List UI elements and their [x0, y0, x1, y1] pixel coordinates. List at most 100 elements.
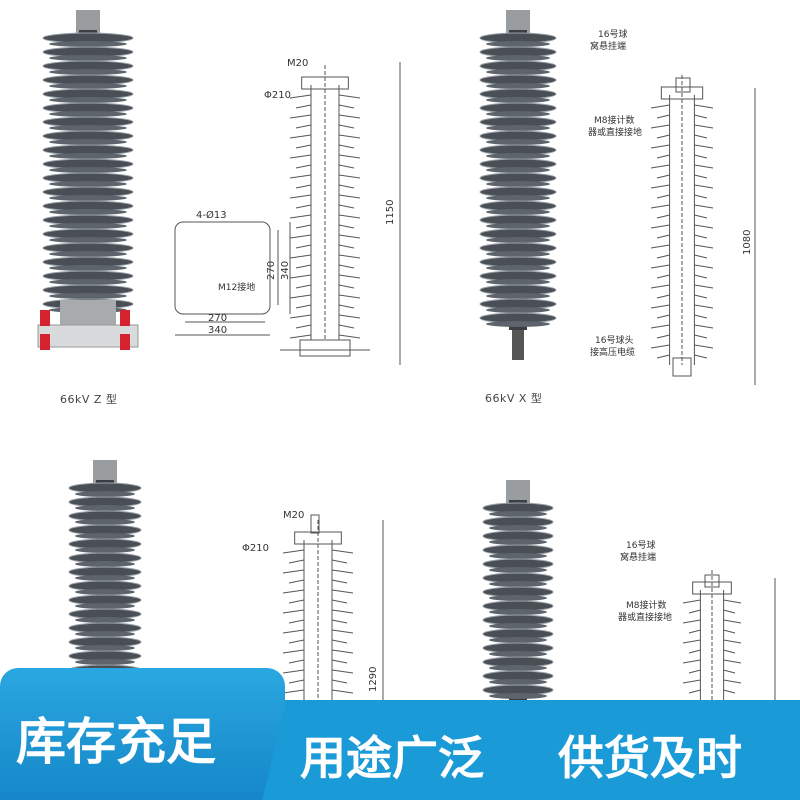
arrester-shed — [49, 251, 127, 257]
shed-outline — [289, 314, 361, 319]
shed-outline — [656, 214, 708, 219]
shed-outline — [650, 244, 714, 249]
shed-outline — [295, 184, 355, 189]
arrester-shed — [489, 651, 547, 657]
drawing-arrester-z — [289, 65, 361, 340]
shed-outline — [688, 689, 736, 694]
shed-outline — [682, 639, 742, 644]
slogan-usage: 用途广泛 — [300, 731, 484, 785]
shed-outline — [282, 689, 354, 694]
arrester-shed — [486, 251, 550, 257]
shed-outline — [289, 94, 361, 99]
label-inner-dim-v: 270 — [266, 260, 277, 280]
label-top-1: 16号球 — [598, 30, 628, 40]
arrester-shed — [489, 539, 547, 545]
arrester-shed — [486, 41, 550, 47]
arrester-shed — [49, 125, 127, 131]
slogan-stock: 库存充足 — [16, 713, 216, 771]
caption-x: 66kV X 型 — [485, 392, 543, 405]
label-mid-1: M8接计数 — [594, 116, 635, 126]
arrester-shed — [486, 139, 550, 145]
label-height-x: 1080 — [742, 229, 753, 255]
arrester-shed — [486, 321, 550, 327]
promo-tab — [0, 668, 285, 800]
arrester-shed — [75, 617, 135, 623]
shed-outline — [295, 304, 355, 309]
shed-outline — [289, 254, 361, 259]
arrester-shed — [486, 83, 550, 89]
label-ground: M12接地 — [218, 283, 256, 293]
arrester-shed — [75, 575, 135, 581]
shed-outline — [289, 334, 361, 339]
shed-outline — [288, 599, 348, 604]
shed-outline — [288, 619, 348, 624]
drawing-arrester-x2 — [682, 570, 742, 700]
insulator-red — [120, 334, 130, 350]
bottom-ball — [672, 357, 692, 377]
slogan-supply: 供货及时 — [558, 731, 742, 785]
insulator-red — [40, 310, 50, 326]
arrester-shed — [49, 181, 127, 187]
arrester-shed — [49, 293, 127, 299]
shed-outline — [656, 354, 708, 359]
shed-outline — [289, 214, 361, 219]
shed-outline — [282, 629, 354, 634]
label-top-2b: 窝悬挂端 — [620, 553, 657, 563]
label-bottom-1: 16号球头 — [595, 336, 634, 346]
label-m20-2: M20 — [283, 510, 305, 521]
shed-outline — [289, 234, 361, 239]
shed-outline — [289, 274, 361, 279]
shed-outline — [288, 659, 348, 664]
shed-outline — [295, 264, 355, 269]
shed-outline — [656, 154, 708, 159]
shed-outline — [650, 284, 714, 289]
shed-outline — [656, 274, 708, 279]
shed-outline — [289, 154, 361, 159]
shed-outline — [650, 124, 714, 129]
shed-outline — [688, 629, 736, 634]
arrester-shed — [49, 237, 127, 243]
shed-outline — [288, 559, 348, 564]
shed-outline — [656, 114, 708, 119]
top-flange — [660, 86, 704, 100]
arrester-shed — [49, 279, 127, 285]
shed-outline — [650, 144, 714, 149]
photo-arrester-z — [37, 10, 139, 350]
shed-outline — [282, 589, 354, 594]
photo-arrester-x2 — [482, 480, 554, 700]
label-mid-1b: M8接计数 — [626, 601, 667, 611]
shed-outline — [656, 334, 708, 339]
top-bolt — [310, 514, 320, 534]
label-top-2: 窝悬挂端 — [590, 42, 627, 52]
shed-outline — [688, 649, 736, 654]
arrester-shed — [489, 525, 547, 531]
arrester-shed — [486, 97, 550, 103]
shed-outline — [282, 669, 354, 674]
shed-outline — [682, 659, 742, 664]
arrester-shed — [49, 195, 127, 201]
top-ball — [704, 574, 720, 588]
label-outer-dim: 340 — [208, 325, 228, 336]
mounting-plate — [37, 324, 139, 348]
arrester-shed — [75, 659, 135, 665]
arrester-shed — [489, 637, 547, 643]
arrester-shed — [486, 153, 550, 159]
shed-outline — [656, 194, 708, 199]
drawing-arrester-z2 — [282, 520, 354, 700]
shed-outline — [656, 174, 708, 179]
label-top-1b: 16号球 — [626, 541, 656, 551]
arrester-shed — [49, 209, 127, 215]
arrester-shed — [489, 567, 547, 573]
shed-outline — [289, 134, 361, 139]
shed-outline — [288, 579, 348, 584]
label-diameter: Φ210 — [264, 90, 291, 101]
insulator-red — [120, 310, 130, 326]
arrester-shed — [486, 237, 550, 243]
shed-outline — [650, 324, 714, 329]
shed-outline — [656, 134, 708, 139]
arrester-shed — [489, 679, 547, 685]
arrester-shed — [489, 595, 547, 601]
shed-outline — [295, 164, 355, 169]
label-height-2: 1290 — [368, 666, 379, 692]
arrester-shed — [49, 111, 127, 117]
